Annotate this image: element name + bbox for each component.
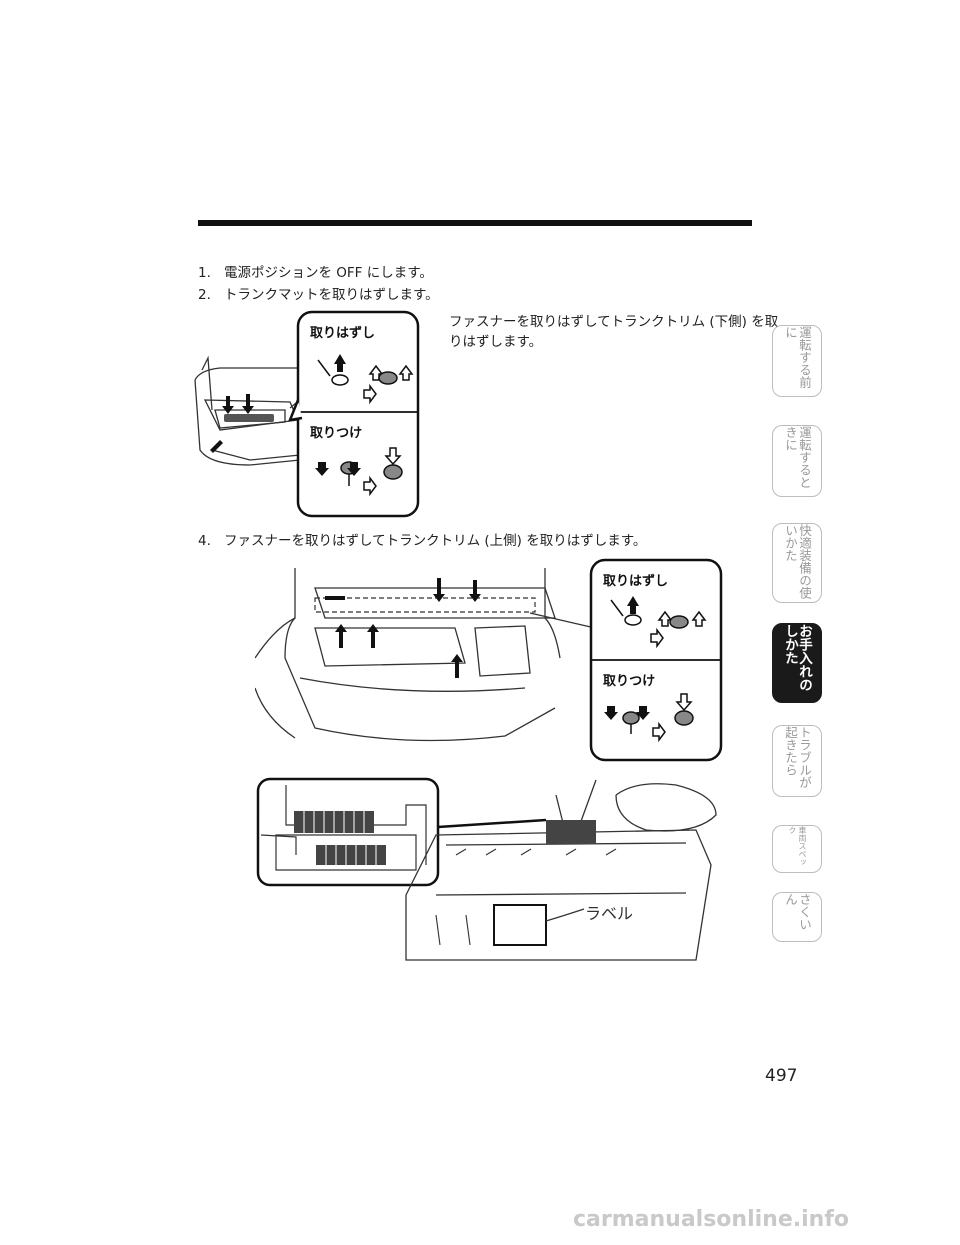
upper-trunk-trim-illustration — [255, 558, 723, 762]
tab-troubleshooting[interactable]: トラブルが起きたら — [772, 725, 822, 797]
tab-before-driving[interactable]: 運転する前に — [772, 325, 822, 397]
watermark: carmanualsonline.info — [573, 1207, 849, 1232]
step-2: 2.トランクマットを取りはずします。 — [198, 287, 439, 303]
step-1: 1.電源ポジションを OFF にします。 — [198, 265, 433, 281]
callout-install-title-2: 取りつけ — [603, 674, 656, 689]
callout-remove-title-1: 取りはずし — [310, 326, 376, 341]
callout-install-title-1: 取りつけ — [310, 426, 363, 441]
page-number: 497 — [765, 1066, 798, 1086]
step-3: 3.ファスナーを取りはずしてトランクトリム (下側) を取りはずします。 — [397, 314, 779, 350]
section-rule — [198, 220, 752, 226]
tab-index[interactable]: さくいん — [772, 892, 822, 942]
battery-label-illustration — [256, 777, 717, 961]
step-4: 4.ファスナーを取りはずしてトランクトリム (上側) を取りはずします。 — [198, 533, 647, 549]
callout-remove-title-2: 取りはずし — [603, 574, 669, 589]
tab-vehicle-specs[interactable]: 車両スペック — [772, 825, 822, 873]
lower-trunk-trim-illustration — [194, 310, 420, 518]
tab-maintenance[interactable]: お手入れのしかた — [772, 623, 822, 703]
tab-while-driving[interactable]: 運転するときに — [772, 425, 822, 497]
tab-comfort-features[interactable]: 快適装備の使いかた — [772, 523, 822, 603]
battery-label-callout: ラベル — [585, 904, 634, 923]
